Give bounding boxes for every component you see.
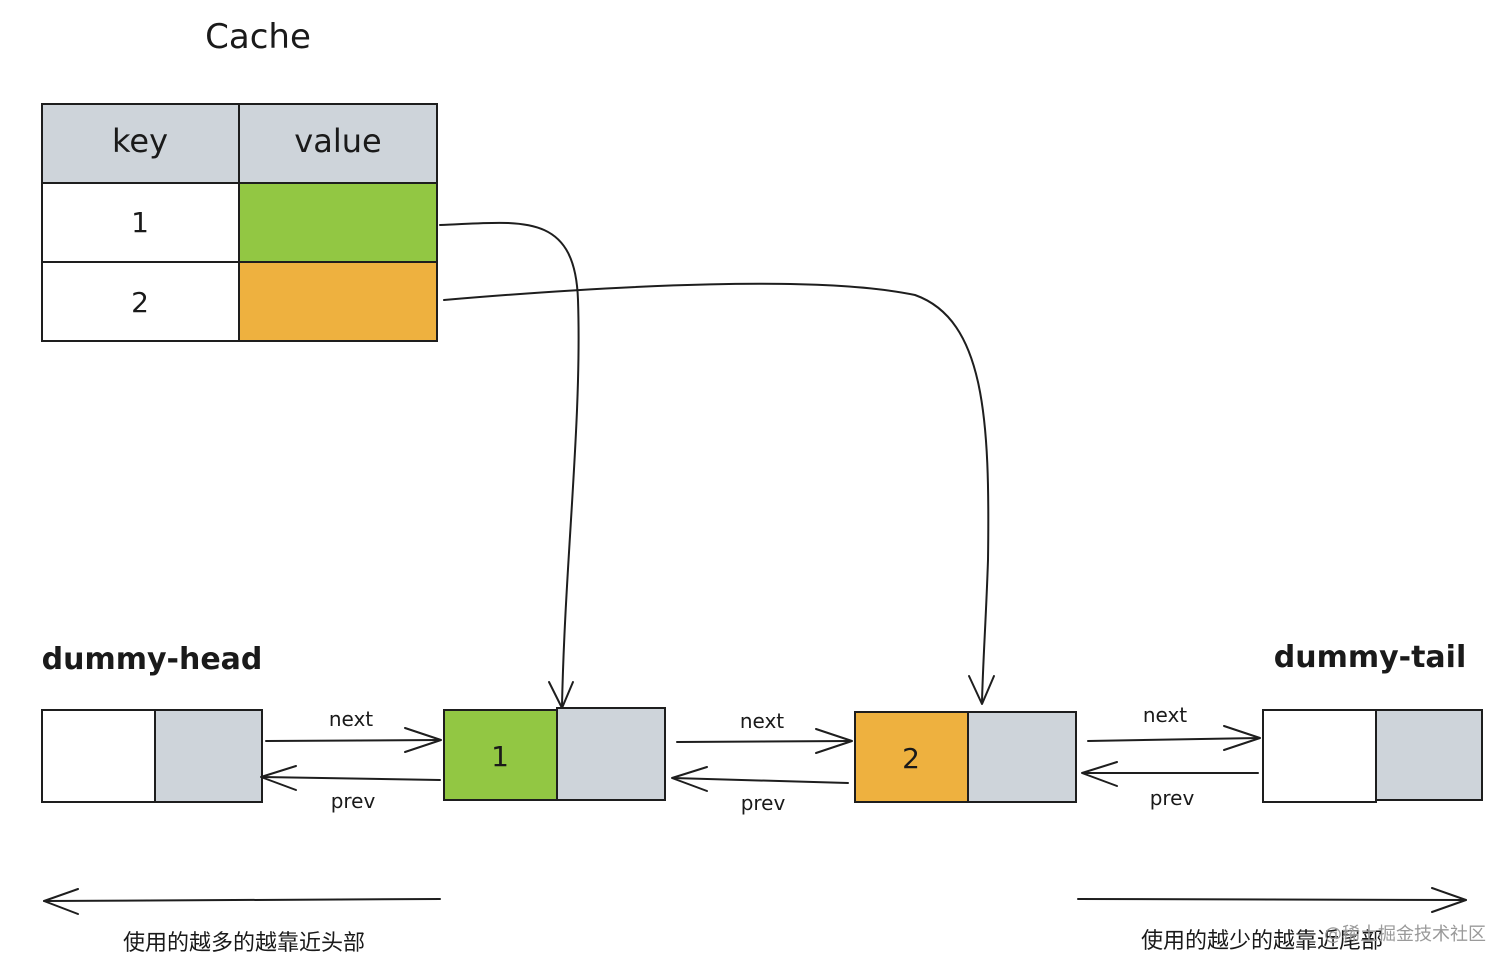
list-node-2: 2 <box>854 711 1077 803</box>
dummy-head-data-cell <box>41 709 156 803</box>
next-label-2: next <box>740 709 784 733</box>
direction-arrow-left-head <box>43 888 79 915</box>
direction-arrow-right-head <box>1431 887 1467 913</box>
prev-arrow-1-head <box>260 765 297 791</box>
next-arrow-1 <box>265 739 441 742</box>
next-arrow-2-head <box>815 728 853 754</box>
cache-table: key value 1 2 <box>41 103 438 342</box>
header-value-cell <box>238 103 438 184</box>
ref-arrow-node2-head <box>968 675 995 705</box>
header-key-text: key <box>112 122 168 160</box>
ref-arrow-node1-head <box>548 681 574 709</box>
next-arrow-3 <box>1087 737 1260 742</box>
list-node-1: 1 <box>443 707 666 801</box>
dummy-head-node <box>41 709 263 803</box>
next-arrow-3-head <box>1223 725 1261 751</box>
prev-label-3: prev <box>1150 786 1195 810</box>
row1-value-cell <box>238 182 438 263</box>
node1-pointer-cell <box>556 707 666 801</box>
node2-pointer-cell <box>967 711 1077 803</box>
next-arrow-2 <box>676 740 852 743</box>
row2-key-text: 2 <box>131 286 149 319</box>
watermark: @稀土掘金技术社区 <box>1324 924 1486 945</box>
dummy-head-label: dummy-head <box>42 642 263 677</box>
ref-arrow-node2 <box>443 282 990 703</box>
ref-arrow-node1 <box>439 221 580 707</box>
dummy-tail-data-cell <box>1262 709 1377 803</box>
next-label-3: next <box>1143 703 1187 727</box>
dummy-tail-node <box>1262 709 1483 803</box>
prev-arrow-1 <box>261 776 441 781</box>
link-node1-node2: next prev <box>671 709 853 815</box>
row2-value-cell <box>238 261 438 342</box>
prev-label-1: prev <box>331 789 376 813</box>
dummy-tail-pointer-cell <box>1375 709 1483 801</box>
node2-data-cell <box>854 711 969 803</box>
dummy-head-pointer-cell <box>154 709 263 803</box>
node2-value-text: 2 <box>902 742 920 775</box>
header-key-cell <box>41 103 240 184</box>
header-value-text: value <box>294 122 381 160</box>
prev-arrow-3-head <box>1081 761 1118 787</box>
direction-arrow-right <box>1077 898 1467 901</box>
row1-key-cell <box>41 182 240 263</box>
direction-arrow-left <box>43 898 441 902</box>
caption-right: 使用的越少的越靠近尾部 <box>1141 929 1383 954</box>
caption-left: 使用的越多的越靠近头部 <box>123 931 365 956</box>
next-label-1: next <box>329 707 373 731</box>
next-arrow-1-head <box>404 727 442 753</box>
node1-value-text: 1 <box>491 740 509 773</box>
prev-arrow-2-head <box>671 766 708 792</box>
row1-key-text: 1 <box>131 206 149 239</box>
prev-label-2: prev <box>741 791 786 815</box>
link-node2-tail: next prev <box>1081 703 1261 810</box>
cache-title: Cache <box>205 17 311 57</box>
prev-arrow-2 <box>672 777 849 784</box>
link-head-node1: next prev <box>260 707 442 813</box>
dummy-tail-label: dummy-tail <box>1274 640 1467 675</box>
